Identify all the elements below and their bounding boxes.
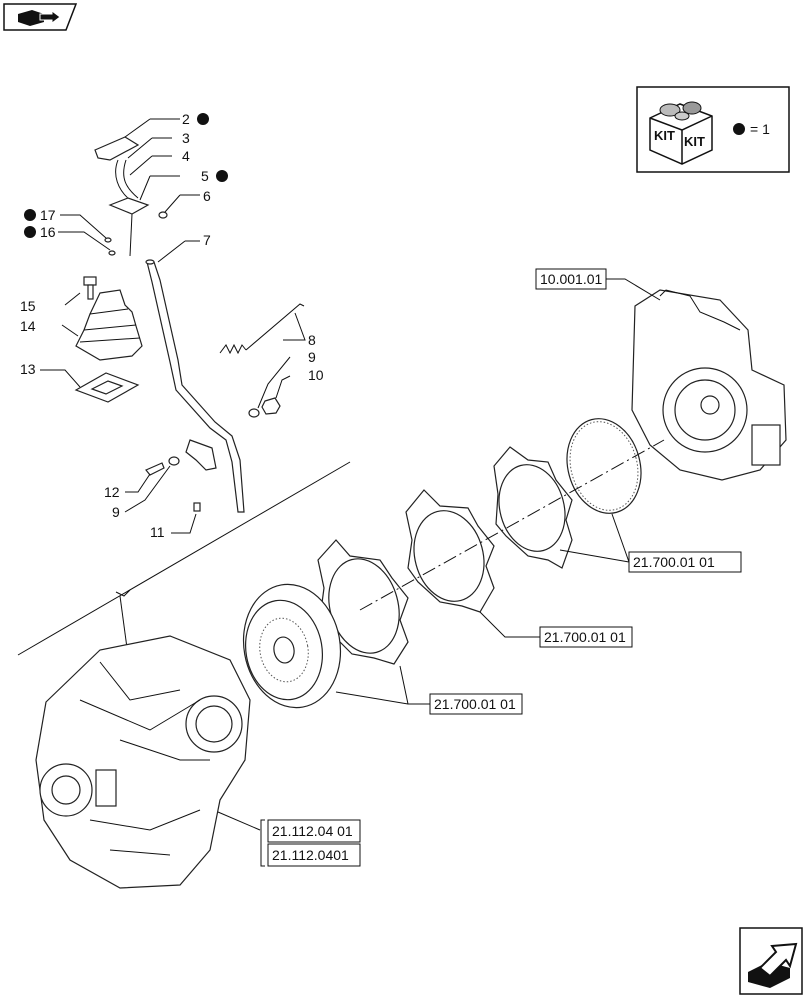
callout-14[interactable]: 14: [20, 318, 36, 334]
ref-plates-lower-label: 21.700.01 01: [434, 696, 516, 712]
section-divider: [17, 461, 351, 656]
kit-dot-icon: [216, 170, 228, 182]
ref-plates-upper[interactable]: 21.700.01 01: [628, 551, 742, 573]
forward-arrow-icon: [748, 942, 798, 988]
callout-6[interactable]: 6: [203, 188, 211, 204]
callout-9[interactable]: 9: [308, 349, 316, 365]
callout-2[interactable]: 2: [182, 111, 190, 127]
ref-transmission-2-label: 21.112.0401: [272, 847, 349, 863]
callout-15[interactable]: 15: [20, 298, 36, 314]
washer-part-9: [248, 408, 260, 418]
bracket-part-5: [108, 197, 150, 257]
callout-13[interactable]: 13: [20, 361, 36, 377]
kit-dot-icon: [197, 113, 209, 125]
boot-part-14: [75, 289, 143, 361]
gasket-plate-1: [566, 418, 642, 514]
callout-16[interactable]: 16: [40, 224, 56, 240]
ref-plates-middle-label: 21.700.01 01: [544, 629, 626, 645]
callout-17[interactable]: 17: [40, 207, 56, 223]
ref-transmission-1-label: 21.112.04 01: [272, 823, 353, 839]
kit-label-left: KIT: [654, 128, 675, 143]
spring-part-8: [219, 303, 305, 355]
ref-plates-upper-label: 21.700.01 01: [633, 554, 715, 570]
callout-9-lower[interactable]: 9: [112, 504, 120, 520]
ref-plates-middle[interactable]: 21.700.01 01: [539, 626, 633, 648]
torque-converter: [242, 583, 342, 709]
kit-legend: KIT KIT = 1: [636, 86, 790, 173]
callout-8[interactable]: 8: [308, 332, 316, 348]
back-arrow-icon: [18, 10, 61, 26]
divider-leader: [119, 595, 128, 649]
center-axis-line: [359, 439, 665, 611]
kit-dot-icon: [24, 226, 36, 238]
leader-lines: [40, 118, 661, 867]
ref-engine-label: 10.001.01: [540, 271, 602, 287]
callout-11[interactable]: 11: [150, 524, 165, 540]
engine-housing: [631, 289, 787, 481]
ref-plates-lower[interactable]: 21.700.01 01: [429, 693, 523, 715]
nut-part-6: [158, 211, 168, 219]
adapter-plate-2: [493, 446, 573, 569]
callout-7[interactable]: 7: [203, 232, 211, 248]
knob-part-2: [94, 136, 140, 161]
ref-transmission-2[interactable]: 21.112.0401: [267, 843, 361, 867]
screw-part-16: [108, 250, 116, 256]
plate-part-13: [74, 372, 140, 403]
bolt-part-15: [83, 276, 97, 300]
kit-label-right: KIT: [684, 134, 705, 149]
bolt-part-12: [145, 462, 165, 476]
kit-box-icon: KIT KIT: [649, 101, 713, 165]
cable-part-3-4: [115, 159, 139, 201]
washer-part-9b: [168, 456, 180, 466]
lever-part-7: [145, 259, 245, 513]
adapter-plate-3: [405, 489, 495, 613]
next-page-button[interactable]: [739, 927, 803, 995]
ref-transmission-1[interactable]: 21.112.04 01: [267, 819, 361, 843]
pin-part-11: [193, 502, 201, 512]
callout-12[interactable]: 12: [104, 484, 120, 500]
washer-part-17: [104, 237, 112, 243]
kit-legend-text: = 1: [750, 121, 770, 137]
nut-part-10: [261, 397, 281, 415]
prev-page-button[interactable]: [3, 3, 78, 31]
transmission-assembly: [35, 635, 251, 889]
kit-dot-icon: [733, 123, 745, 135]
callout-4[interactable]: 4: [182, 148, 190, 164]
adapter-plate-4: [317, 539, 409, 665]
ref-engine[interactable]: 10.001.01: [535, 268, 607, 290]
kit-dot-icon: [24, 209, 36, 221]
callout-3[interactable]: 3: [182, 130, 190, 146]
callout-5[interactable]: 5: [201, 168, 209, 184]
callout-10[interactable]: 10: [308, 367, 324, 383]
